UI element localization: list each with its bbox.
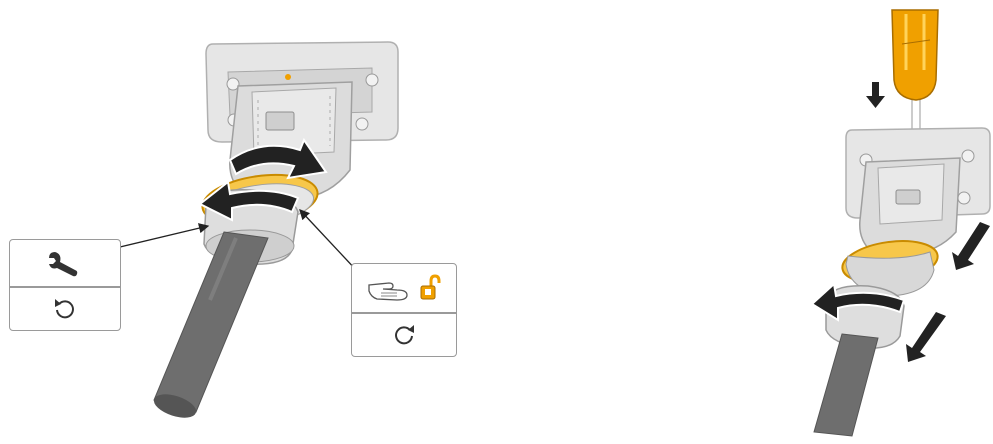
counterclockwise-rotate-icon: [52, 296, 78, 322]
hand-press-icon: [367, 273, 411, 303]
cable: [814, 334, 878, 436]
callout-top-row: [352, 264, 456, 312]
press-down-arrow-icon: [866, 82, 885, 108]
right-panel: [812, 10, 990, 436]
pull-out-arrow-icon: [952, 222, 990, 270]
leader-line-left: [120, 226, 208, 247]
wrench-icon: [45, 246, 85, 280]
callout-unlock-ring: [351, 263, 457, 357]
callout-wrench-loosen: [9, 239, 121, 331]
left-panel: [120, 42, 398, 422]
leader-line-right: [300, 210, 358, 272]
pull-out-arrow-icon: [906, 312, 946, 362]
callout-bottom-row: [352, 313, 456, 357]
unlock-padlock-icon: [419, 274, 441, 302]
clockwise-rotate-icon: [391, 322, 417, 348]
cable: [151, 232, 268, 422]
callout-bottom-row: [10, 287, 120, 331]
connector-body: [860, 158, 960, 254]
callout-top-row: [10, 240, 120, 286]
